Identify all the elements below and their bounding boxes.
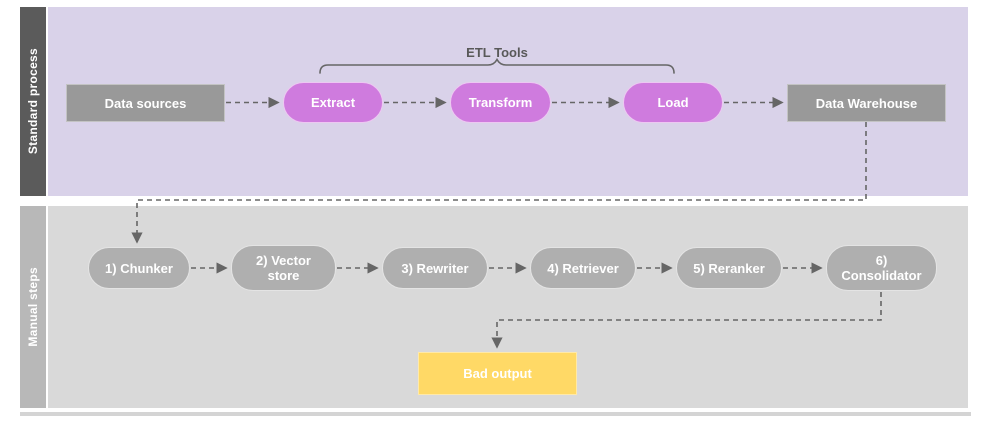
node-load: Load — [623, 82, 723, 123]
node-chunker: 1) Chunker — [88, 247, 190, 289]
lane-standard-process-titlebar: Standard process — [20, 7, 46, 196]
node-rewriter: 3) Rewriter — [382, 247, 488, 289]
node-transform: Transform — [450, 82, 551, 123]
cropped-lane-edge — [20, 412, 971, 416]
node-retriever: 4) Retriever — [530, 247, 636, 289]
etl-tools-annotation: ETL Tools — [466, 45, 528, 60]
lane-standard-process-label: Standard process — [26, 48, 40, 155]
node-bad-output: Bad output — [418, 352, 577, 395]
node-extract: Extract — [283, 82, 383, 123]
node-consolidator: 6) Consolidator — [826, 245, 937, 291]
lane-manual-steps-titlebar: Manual steps — [20, 206, 46, 408]
node-data-sources: Data sources — [66, 84, 225, 122]
node-data-warehouse: Data Warehouse — [787, 84, 946, 122]
node-reranker: 5) Reranker — [676, 247, 782, 289]
node-vector-store: 2) Vector store — [231, 245, 336, 291]
lane-manual-steps-label: Manual steps — [26, 267, 40, 347]
